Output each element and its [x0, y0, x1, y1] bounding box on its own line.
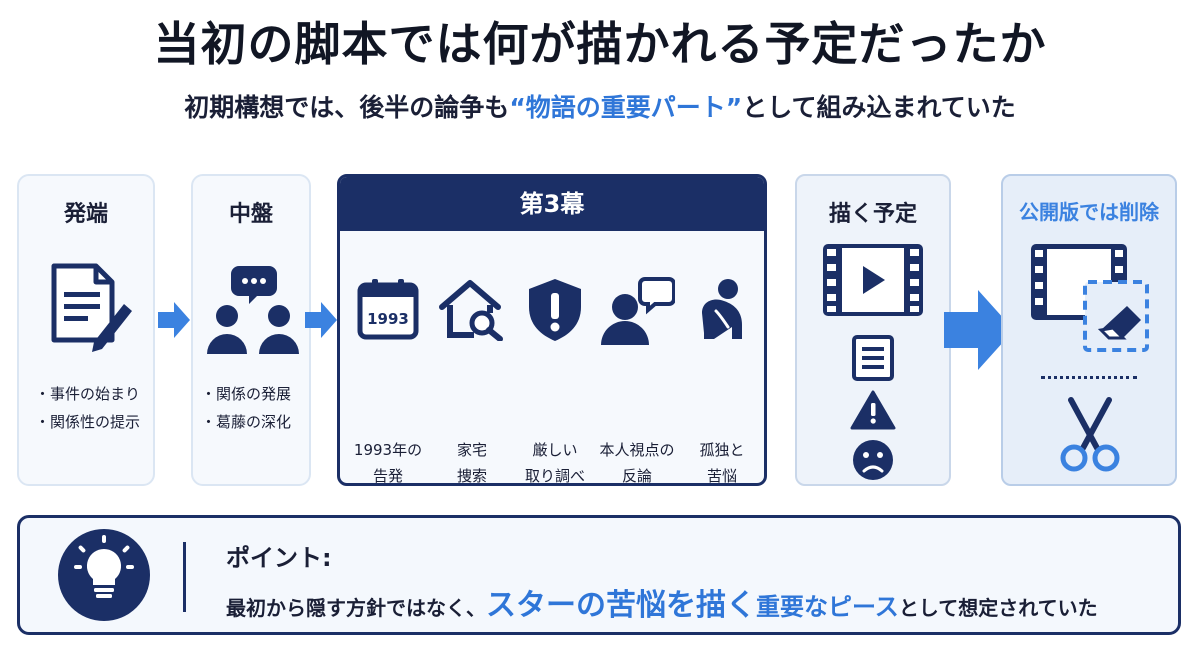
point-box: ポイント: 最初から隠す方針ではなく、スターの苦悩を描く重要なピースとして想定さ… [17, 515, 1181, 635]
house-search-icon [439, 280, 503, 341]
act3-label: 本人視点の 反論 [599, 441, 675, 485]
stage-middle-bullets: ・関係の発展 ・葛藤の深化 [201, 380, 291, 436]
stage-act3-heading: 第3幕 [340, 177, 764, 231]
stage-middle-heading: 中盤 [228, 202, 273, 227]
stage-middle-card: 中盤 ・関係の発展 ・葛藤の深化 [191, 174, 311, 486]
warning-icon [850, 390, 896, 430]
calendar-year: 1993 [367, 310, 409, 328]
page-subtitle: 初期構想では、後半の論争も“物語の重要パート”として組み込まれていた [0, 88, 1200, 124]
stage-planned-heading: 描く予定 [828, 202, 917, 227]
act3-item-interrogation: 厳しい 取り調べ [513, 237, 597, 483]
person-speech-icon [601, 277, 675, 345]
stage-planned-card: 描く予定 [795, 174, 951, 486]
point-label: ポイント: [226, 544, 332, 572]
list-item: ・関係の発展 [201, 385, 292, 403]
point-part2: スターの苦悩を描く [486, 588, 756, 623]
scissors-icon [1060, 397, 1120, 472]
sad-face-icon [853, 440, 893, 480]
subtitle-before: 初期構想では、後半の論争も [184, 93, 510, 122]
arrow-right-icon [944, 290, 1014, 370]
list-item: ・事件の始まり [35, 385, 141, 403]
act3-item-accusation: 1993 1993年の 告発 [346, 237, 430, 483]
point-part1: 最初から隠す方針ではなく、 [226, 596, 486, 620]
calendar-icon: 1993 [357, 279, 419, 340]
stage-start-heading: 発端 [63, 202, 108, 227]
page-title: 当初の脚本では何が描かれる予定だったか [153, 17, 1047, 71]
act3-label: 厳しい 取り調べ [524, 441, 585, 485]
act3-item-search: 家宅 捜索 [430, 237, 514, 483]
list-item: ・関係性の提示 [35, 413, 141, 431]
document-icon [852, 335, 894, 381]
lightbulb-icon [58, 529, 150, 621]
point-divider [183, 542, 186, 612]
shield-alert-icon [529, 279, 581, 341]
point-part4: として想定されていた [898, 596, 1098, 620]
act3-item-solitude: 孤独と 苦悩 [680, 237, 764, 483]
subtitle-after: として組み込まれていた [742, 93, 1016, 122]
document-pencil-icon [51, 263, 132, 352]
people-conversation-icon [207, 266, 299, 354]
point-part3: 重要なピース [756, 593, 899, 621]
sitting-person-icon [702, 279, 742, 339]
arrow-right-icon [158, 302, 190, 338]
subtitle-highlight: “物語の重要パート” [509, 93, 743, 122]
arrow-right-icon [305, 302, 337, 338]
act3-label: 孤独と 苦悩 [699, 441, 745, 485]
film-play-icon [823, 244, 923, 316]
act3-label: 1993年の 告発 [353, 441, 423, 485]
stage-removed-card: 公開版では削除 [1001, 174, 1177, 486]
stage-start-card: 発端 ・事件の始まり ・関係性の提示 [17, 174, 155, 486]
stage-removed-heading: 公開版では削除 [1019, 200, 1159, 224]
point-text: 最初から隠す方針ではなく、スターの苦悩を描く重要なピースとして想定されていた [226, 580, 1098, 624]
list-item: ・葛藤の深化 [201, 413, 292, 431]
film-erase-icon [1031, 244, 1149, 352]
divider [1041, 376, 1137, 379]
act3-label: 家宅 捜索 [456, 441, 487, 485]
act3-item-rebuttal: 本人視点の 反論 [595, 237, 679, 483]
stage-act3-card: 第3幕 1993 1993年の 告発 家宅 捜索 厳しい 取り調べ [337, 174, 767, 486]
stage-start-bullets: ・事件の始まり ・関係性の提示 [35, 380, 140, 436]
